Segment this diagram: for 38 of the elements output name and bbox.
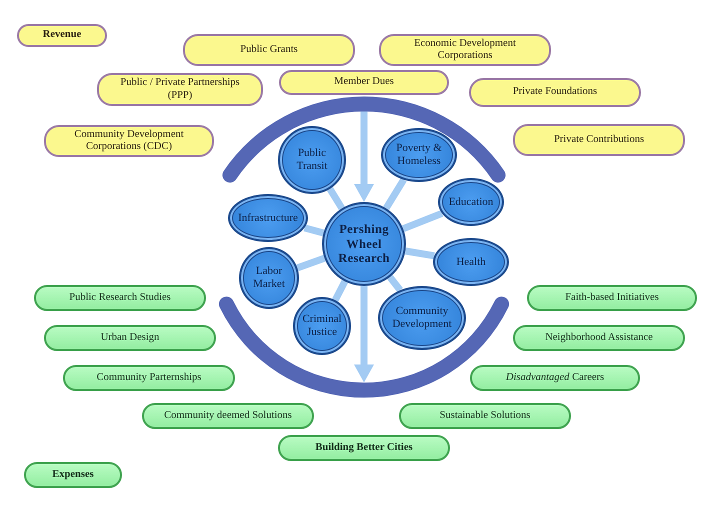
topic-circle: Infrastructure [228, 194, 308, 242]
connector-line [402, 210, 444, 232]
outcome-pill: Public Research Studies [34, 285, 206, 311]
section-heading-pill: Expenses [24, 462, 122, 488]
funding-source-pill: Public Grants [183, 34, 355, 66]
topic-circle: Criminal Justice [293, 297, 351, 355]
outcome-pill: Sustainable Solutions [399, 403, 571, 429]
section-heading-pill: Revenue [17, 24, 107, 47]
connector-line [383, 178, 407, 210]
topic-circle: Education [438, 178, 504, 226]
hub-circle: Pershing Wheel Research [322, 202, 406, 286]
outcome-pill: Disadvantaged Careers [470, 365, 640, 391]
topic-circle: Labor Market [239, 247, 299, 309]
funding-source-pill: Private Foundations [469, 78, 641, 107]
connector-line [404, 248, 435, 260]
curved-band [222, 96, 506, 183]
topic-circle: Public Transit [278, 126, 346, 194]
funding-source-pill: Member Dues [279, 70, 449, 95]
topic-circle: Poverty & Homeless [381, 128, 457, 182]
outcome-pill: Neighborhood Assistance [513, 325, 685, 351]
goal-pill: Building Better Cities [278, 435, 450, 461]
outcome-pill: Urban Design [44, 325, 216, 351]
arrow [354, 286, 374, 382]
arrow [354, 112, 374, 202]
topic-circle: Community Development [378, 286, 466, 350]
funding-source-pill: Economic Development Corporations [379, 34, 551, 66]
connector-line [304, 224, 324, 236]
outcome-pill: Faith-based Initiatives [527, 285, 697, 311]
connector-line [387, 274, 403, 292]
funding-source-pill: Community Development Corporations (CDC) [44, 125, 214, 157]
outcome-pill: Community Parternships [63, 365, 235, 391]
funding-source-pill: Private Contributions [513, 124, 685, 156]
connector-line [332, 280, 348, 302]
topic-circle: Health [433, 238, 509, 286]
connector-line [296, 254, 326, 272]
funding-source-pill: Public / Private Partnerships (PPP) [97, 73, 263, 106]
outcome-pill: Community deemed Solutions [142, 403, 314, 429]
connector-line [326, 187, 345, 210]
